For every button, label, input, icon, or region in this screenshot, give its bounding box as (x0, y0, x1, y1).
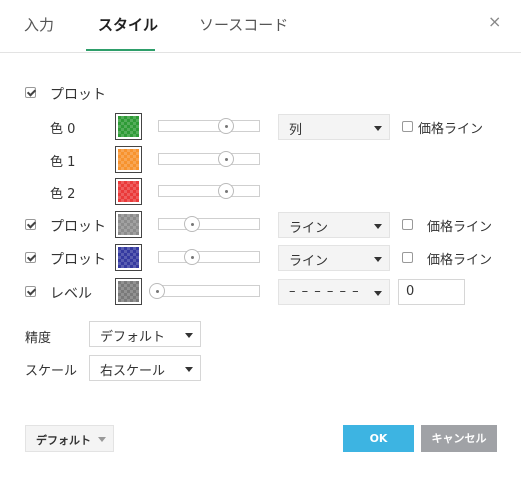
level-color-swatch[interactable] (115, 278, 142, 305)
plot-3-checkbox[interactable] (25, 252, 36, 263)
plot-2-color-swatch[interactable] (115, 211, 142, 238)
color-2-label: 色 2 (50, 187, 76, 202)
plot-3-fill (118, 247, 139, 268)
color-0-swatch[interactable] (115, 113, 142, 140)
color-2-opacity-slider[interactable] (158, 185, 260, 197)
plot-1-checkbox[interactable] (25, 87, 36, 98)
tab-source-code[interactable]: ソースコード (199, 16, 289, 34)
color-0-price-line-label: 価格ライン (418, 122, 484, 137)
plot-1-label: プロット (50, 87, 106, 103)
level-label: レベル (50, 286, 92, 302)
plot-3-opacity-handle[interactable] (184, 249, 200, 265)
plot-2-type-select[interactable]: ライン (278, 212, 390, 238)
defaults-button-label: デフォルト (36, 434, 91, 447)
precision-label: 精度 (25, 331, 52, 346)
color-1-label: 色 1 (50, 155, 76, 170)
defaults-button[interactable]: デフォルト (25, 425, 114, 452)
plot-3-type-value: ライン (289, 254, 329, 269)
plot-3-price-line-label: 価格ライン (427, 253, 493, 268)
level-checkbox[interactable] (25, 286, 36, 297)
color-2-opacity-handle[interactable] (218, 183, 234, 199)
color-2-fill (118, 181, 139, 202)
chevron-down-icon (374, 257, 382, 262)
plot-3-color-swatch[interactable] (115, 244, 142, 271)
close-icon[interactable]: × (488, 12, 502, 31)
chevron-down-icon (374, 126, 382, 131)
scale-label: スケール (25, 364, 78, 379)
color-0-price-line-checkbox[interactable] (402, 121, 413, 132)
color-0-label: 色 0 (50, 122, 76, 137)
scale-select[interactable]: 右スケール (89, 355, 201, 381)
precision-select[interactable]: デフォルト (89, 321, 201, 347)
plot-2-label: プロット (50, 219, 106, 235)
precision-value: デフォルト (100, 330, 166, 345)
chevron-down-icon (374, 291, 382, 296)
chevron-down-icon (374, 224, 382, 229)
level-fill (118, 281, 139, 302)
plot-2-fill (118, 214, 139, 235)
level-line-style-select[interactable]: – – – – – – (278, 279, 390, 305)
color-1-opacity-handle[interactable] (218, 151, 234, 167)
tab-bar: 入力 スタイル ソースコード × (0, 0, 521, 53)
color-0-opacity-slider[interactable] (158, 120, 260, 132)
color-1-fill (118, 149, 139, 170)
level-opacity-slider[interactable] (158, 285, 260, 297)
scale-value: 右スケール (100, 364, 166, 379)
plot-2-checkbox[interactable] (25, 219, 36, 230)
plot-2-type-value: ライン (289, 221, 329, 236)
plot-2-opacity-handle[interactable] (184, 216, 200, 232)
cancel-button[interactable]: キャンセル (421, 425, 497, 452)
chevron-down-icon (185, 333, 193, 338)
plot-3-opacity-slider[interactable] (158, 251, 260, 263)
plot-2-price-line-checkbox[interactable] (402, 219, 413, 230)
color-0-plot-type-select[interactable]: 列 (278, 114, 390, 140)
level-value: 0 (406, 284, 415, 299)
plot-3-type-select[interactable]: ライン (278, 245, 390, 271)
plot-3-price-line-checkbox[interactable] (402, 252, 413, 263)
level-line-style-value: – – – – – – (289, 284, 360, 299)
plot-3-label: プロット (50, 252, 106, 268)
color-1-opacity-slider[interactable] (158, 153, 260, 165)
level-value-input[interactable]: 0 (398, 279, 465, 305)
tab-inputs[interactable]: 入力 (24, 16, 55, 34)
color-1-swatch[interactable] (115, 146, 142, 173)
tab-style[interactable]: スタイル (98, 16, 159, 34)
active-tab-indicator (86, 49, 155, 51)
plot-2-opacity-slider[interactable] (158, 218, 260, 230)
color-2-swatch[interactable] (115, 178, 142, 205)
ok-button[interactable]: OK (343, 425, 414, 452)
plot-2-price-line-label: 価格ライン (427, 220, 493, 235)
color-0-fill (118, 116, 139, 137)
chevron-down-icon (185, 367, 193, 372)
color-0-plot-type-value: 列 (289, 123, 303, 138)
level-opacity-handle[interactable] (149, 283, 165, 299)
chevron-down-icon (98, 437, 106, 442)
color-0-opacity-handle[interactable] (218, 118, 234, 134)
